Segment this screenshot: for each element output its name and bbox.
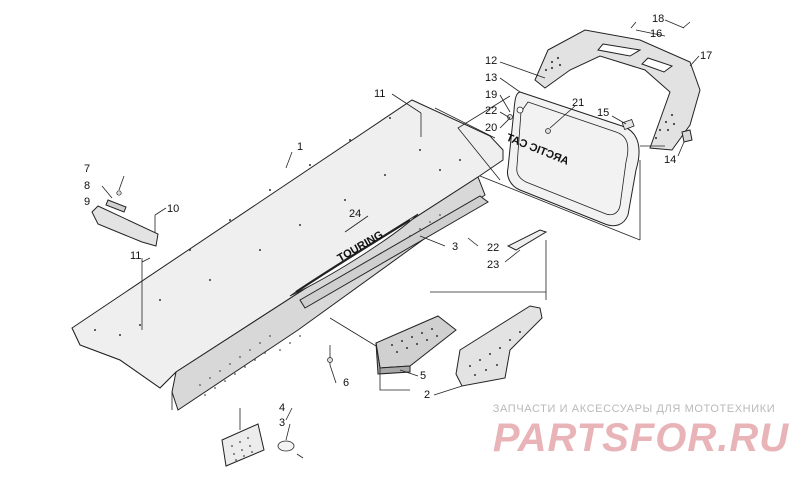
callout-19: 19 xyxy=(485,89,497,101)
callout-2: 2 xyxy=(424,389,430,401)
grab-bar-part xyxy=(534,29,701,151)
callout-14: 14 xyxy=(664,154,676,166)
callout-6: 6 xyxy=(343,377,349,389)
bracket-part xyxy=(91,205,159,247)
callout-24: 24 xyxy=(349,208,361,220)
callout-20: 20 xyxy=(485,122,497,134)
callout-22a: 22 xyxy=(485,105,497,117)
callout-9: 9 xyxy=(84,196,90,208)
callout-17: 17 xyxy=(700,50,712,62)
callout-4: 4 xyxy=(279,402,285,414)
callout-11a: 11 xyxy=(130,250,141,262)
callout-3a: 3 xyxy=(452,241,458,253)
callout-13: 13 xyxy=(485,72,497,84)
callout-7: 7 xyxy=(84,163,90,175)
callout-8: 8 xyxy=(84,180,90,192)
reflector-part xyxy=(277,440,295,452)
rear-panel-part: ARCTIC CAT xyxy=(504,91,640,227)
callout-18: 18 xyxy=(652,13,664,25)
step-part xyxy=(375,315,457,375)
callout-5: 5 xyxy=(420,370,426,382)
tunnel-part: TOURING xyxy=(71,99,504,411)
callouts: 1 2 3 3 4 5 6 7 8 9 10 11 11 12 13 14 15… xyxy=(84,13,712,429)
leader-lines xyxy=(101,19,700,441)
side-bracket-part xyxy=(455,305,543,387)
callout-12: 12 xyxy=(485,55,497,67)
callout-15: 15 xyxy=(597,107,609,119)
hardware xyxy=(116,21,693,459)
license-plate-part xyxy=(221,423,265,467)
callout-1: 1 xyxy=(297,141,303,153)
callout-22b: 22 xyxy=(487,242,499,254)
callout-10: 10 xyxy=(167,203,179,215)
callout-11b: 11 xyxy=(374,88,385,100)
callout-16: 16 xyxy=(650,28,662,40)
callout-3b: 3 xyxy=(279,417,285,429)
watermark-tagline: ЗАПЧАСТИ И АКСЕССУАРЫ ДЛЯ МОТОТЕХНИКИ xyxy=(492,403,776,415)
callout-23: 23 xyxy=(487,259,499,271)
watermark-logo: PARTSFOR.RU xyxy=(492,416,790,460)
strip-part xyxy=(506,229,548,251)
callout-21: 21 xyxy=(572,97,584,109)
